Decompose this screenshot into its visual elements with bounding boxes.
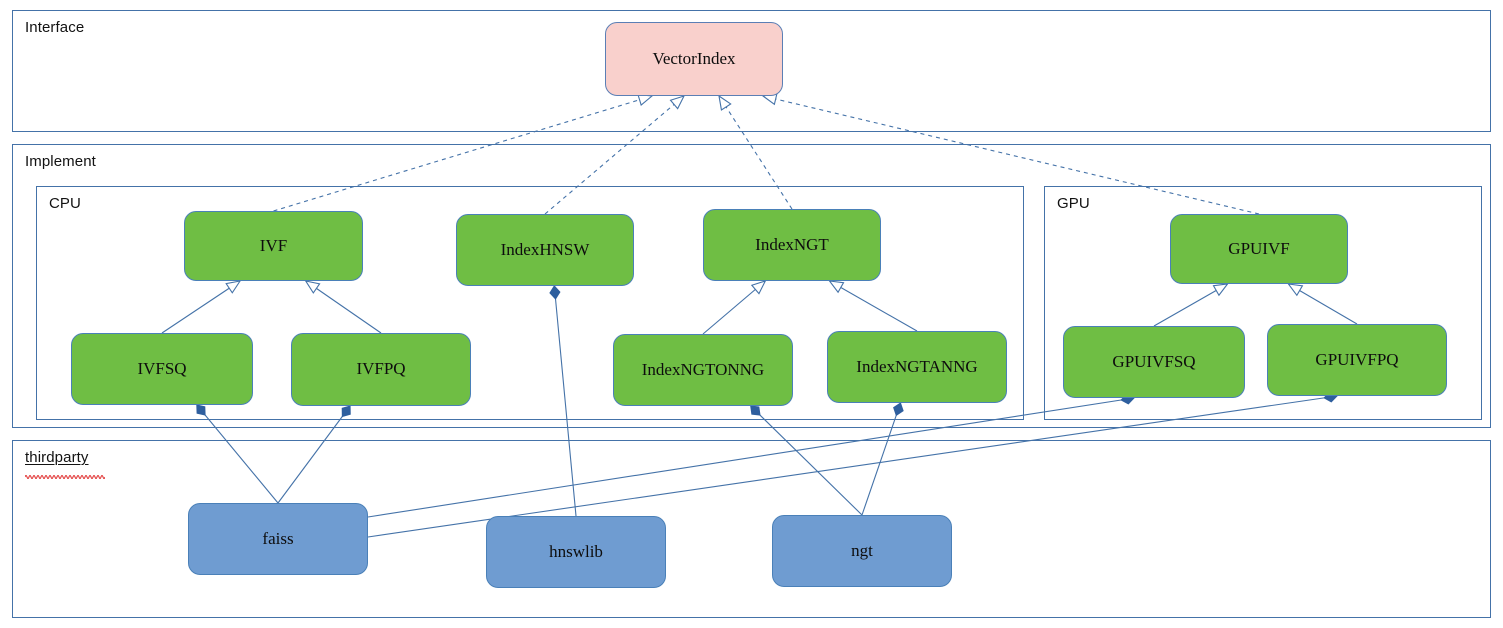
node-label-vectorindex: VectorIndex bbox=[652, 48, 736, 68]
node-label-gpuivfsq: GPUIVFSQ bbox=[1112, 351, 1196, 371]
node-ivf[interactable]: IVF bbox=[184, 211, 363, 281]
node-label-ivfsq: IVFSQ bbox=[137, 358, 187, 378]
node-ivfpq[interactable]: IVFPQ bbox=[291, 333, 471, 406]
node-indexngt[interactable]: IndexNGT bbox=[703, 209, 881, 281]
node-label-gpuivf: GPUIVF bbox=[1228, 238, 1290, 258]
package-label-thirdparty: thirdparty bbox=[25, 449, 89, 466]
package-label-cpu: CPU bbox=[49, 195, 81, 212]
package-label-implement: Implement bbox=[25, 153, 96, 170]
node-hnswlib[interactable]: hnswlib bbox=[486, 516, 666, 588]
node-ivfsq[interactable]: IVFSQ bbox=[71, 333, 253, 405]
node-label-indexngt: IndexNGT bbox=[755, 234, 829, 254]
node-gpuivfsq[interactable]: GPUIVFSQ bbox=[1063, 326, 1245, 398]
node-gpuivf[interactable]: GPUIVF bbox=[1170, 214, 1348, 284]
node-label-ngt: ngt bbox=[851, 540, 873, 560]
node-indexhnsw[interactable]: IndexHNSW bbox=[456, 214, 634, 286]
node-indexngtonng[interactable]: IndexNGTONNG bbox=[613, 334, 793, 406]
node-label-indexngtonng: IndexNGTONNG bbox=[641, 359, 765, 379]
node-label-gpuivfpq: GPUIVFPQ bbox=[1315, 349, 1399, 369]
node-faiss[interactable]: faiss bbox=[188, 503, 368, 575]
node-label-indexngtanng: IndexNGTANNG bbox=[856, 356, 978, 376]
node-gpuivfpq[interactable]: GPUIVFPQ bbox=[1267, 324, 1447, 396]
package-label-gpu: GPU bbox=[1057, 195, 1090, 212]
node-label-hnswlib: hnswlib bbox=[549, 541, 603, 561]
node-vectorindex[interactable]: VectorIndex bbox=[605, 22, 783, 96]
node-label-indexhnsw: IndexHNSW bbox=[500, 239, 590, 259]
node-label-ivfpq: IVFPQ bbox=[356, 359, 406, 379]
package-label-interface: Interface bbox=[25, 19, 85, 36]
node-label-faiss: faiss bbox=[262, 528, 294, 548]
spellcheck-squiggle-icon bbox=[24, 466, 106, 480]
node-ngt[interactable]: ngt bbox=[772, 515, 952, 587]
node-indexngtanng[interactable]: IndexNGTANNG bbox=[827, 331, 1007, 403]
node-label-ivf: IVF bbox=[259, 235, 288, 255]
